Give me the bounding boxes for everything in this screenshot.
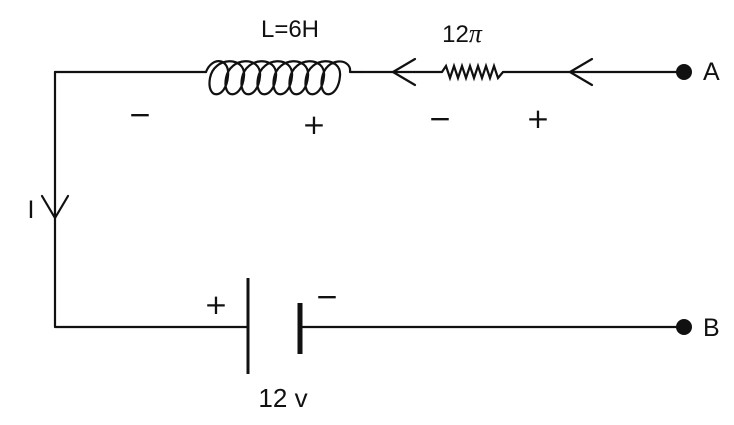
- battery-positive-label: +: [204, 288, 227, 321]
- battery-voltage-label: 12 v: [258, 383, 307, 413]
- inductor-left-polarity: −: [128, 98, 151, 131]
- resistor-zigzag: [441, 62, 504, 82]
- current-arrow-near-inductor: [391, 57, 417, 87]
- current-label: I: [28, 196, 35, 224]
- terminal-a-dot: [676, 64, 692, 80]
- wire-left: [53, 70, 250, 329]
- resistor-left-polarity: −: [428, 102, 451, 135]
- terminal-b-dot: [676, 319, 692, 335]
- resistor-right-polarity: +: [526, 102, 549, 135]
- resistor-label: 12π: [442, 19, 483, 48]
- terminal-a-label: A: [703, 58, 720, 86]
- battery-negative-label: −: [315, 280, 338, 313]
- inductor-right-polarity: +: [302, 108, 325, 141]
- inductor-coil: [204, 60, 364, 96]
- inductor-label: L=6H: [261, 16, 319, 43]
- current-arrow-left-wire: [40, 194, 70, 220]
- terminal-b-label: B: [703, 314, 720, 342]
- current-arrow-near-terminal-a: [568, 57, 594, 87]
